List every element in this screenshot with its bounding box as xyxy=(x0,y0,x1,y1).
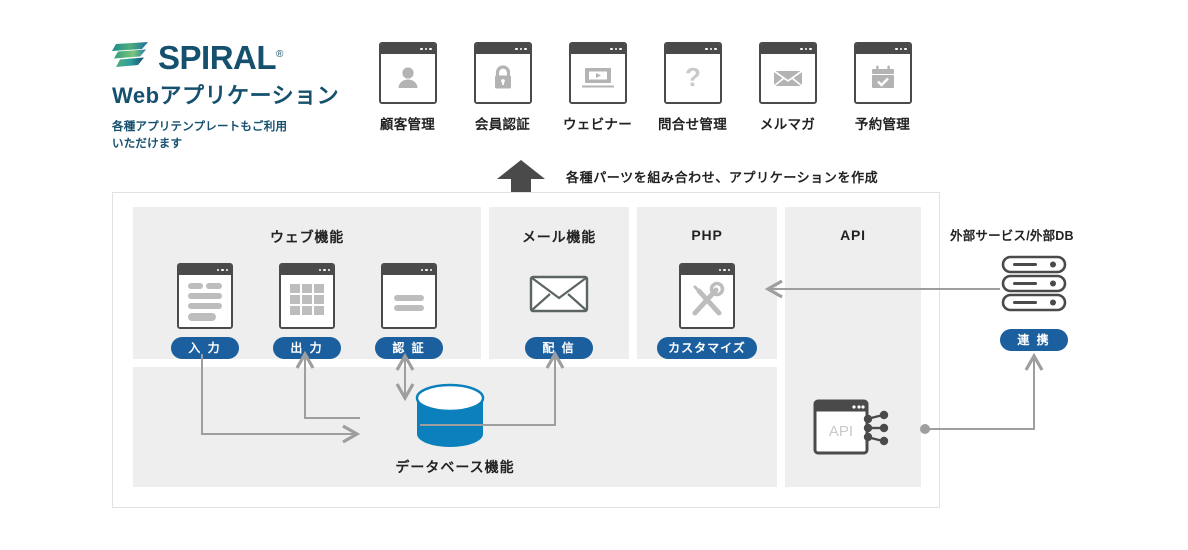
app-label: 問合せ管理 xyxy=(658,117,727,132)
video-icon xyxy=(568,42,627,104)
person-icon xyxy=(378,42,437,104)
tools-window-icon xyxy=(679,263,735,329)
question-mark-icon: ? xyxy=(663,42,722,104)
web-function-block: ウェブ機能 xyxy=(133,207,481,359)
php-title: PHP xyxy=(691,227,723,243)
combine-caption: 各種パーツを組み合わせ、アプリケーションを作成 xyxy=(566,170,879,185)
web-function-title: ウェブ機能 xyxy=(270,229,344,245)
api-node-icon: API xyxy=(813,395,899,459)
database-block: データベース機能 xyxy=(133,367,777,487)
app-item-inquiry[interactable]: ? 問合せ管理 xyxy=(657,42,728,133)
window-titlebar xyxy=(665,44,720,54)
app-item-member-auth[interactable]: 会員認証 xyxy=(467,42,538,133)
mail-function-block: メール機能 配 信 xyxy=(489,207,629,359)
app-label: 顧客管理 xyxy=(379,117,436,132)
window-titlebar xyxy=(380,44,435,54)
api-icon-label: API xyxy=(829,423,853,440)
spiral-logo-icon xyxy=(112,40,154,70)
platform-panel: ウェブ機能 xyxy=(112,192,940,508)
table-window-icon xyxy=(279,263,335,329)
app-item-webinar[interactable]: ウェビナー xyxy=(562,42,633,133)
pill-customize[interactable]: カスタマイズ xyxy=(657,337,757,359)
form-window-icon xyxy=(177,263,233,329)
window-titlebar xyxy=(855,44,910,54)
app-template-row: 顧客管理 会員認証 xyxy=(372,42,918,133)
brand-block: SPIRAL® Webアプリケーション 各種アプリテンプレートもご利用 いただけ… xyxy=(112,40,362,153)
brand-subtitle-line2: いただけます xyxy=(112,138,183,150)
app-label: メルマガ xyxy=(759,117,816,132)
pill-output[interactable]: 出 力 xyxy=(273,337,341,359)
app-item-mailmagazine[interactable]: メルマガ xyxy=(752,42,823,133)
window-titlebar xyxy=(281,265,333,275)
server-rack-icon xyxy=(1000,255,1068,315)
api-block: API API xyxy=(785,207,921,487)
window-titlebar xyxy=(383,265,435,275)
window-titlebar xyxy=(760,44,815,54)
app-item-customer[interactable]: 顧客管理 xyxy=(372,42,443,133)
lock-icon xyxy=(473,42,532,104)
database-caption: データベース機能 xyxy=(395,459,515,475)
window-titlebar xyxy=(570,44,625,54)
window-titlebar xyxy=(475,44,530,54)
window-titlebar xyxy=(681,265,733,275)
mail-function-title: メール機能 xyxy=(522,229,596,245)
logo-wordmark: SPIRAL® xyxy=(158,39,283,76)
php-block: PHP xyxy=(637,207,777,359)
logo-row: SPIRAL® xyxy=(112,40,362,76)
pill-integration[interactable]: 連 携 xyxy=(1000,329,1068,351)
window-titlebar xyxy=(179,265,231,275)
envelope-outline-icon xyxy=(527,267,591,319)
up-arrow-icon xyxy=(495,160,547,194)
envelope-icon xyxy=(758,42,817,104)
api-title: API xyxy=(840,227,866,243)
pill-auth[interactable]: 認 証 xyxy=(375,337,443,359)
pill-input[interactable]: 入 力 xyxy=(171,337,239,359)
app-label: 予約管理 xyxy=(854,117,911,132)
brand-subtitle-line1: 各種アプリテンプレートもご利用 xyxy=(112,121,288,133)
brand-title: Webアプリケーション xyxy=(112,83,340,108)
external-services-title: 外部サービス/外部DB xyxy=(950,229,1074,243)
calendar-check-icon xyxy=(853,42,912,104)
app-item-reservation[interactable]: 予約管理 xyxy=(847,42,918,133)
app-label: ウェビナー xyxy=(563,117,632,132)
pill-delivery[interactable]: 配 信 xyxy=(525,337,593,359)
registered-mark: ® xyxy=(276,49,283,60)
svg-text:?: ? xyxy=(685,62,701,92)
auth-window-icon xyxy=(381,263,437,329)
app-label: 会員認証 xyxy=(474,117,531,132)
brand-subtitle: 各種アプリテンプレートもご利用 いただけます xyxy=(112,119,362,153)
database-cylinder-icon xyxy=(413,383,487,447)
